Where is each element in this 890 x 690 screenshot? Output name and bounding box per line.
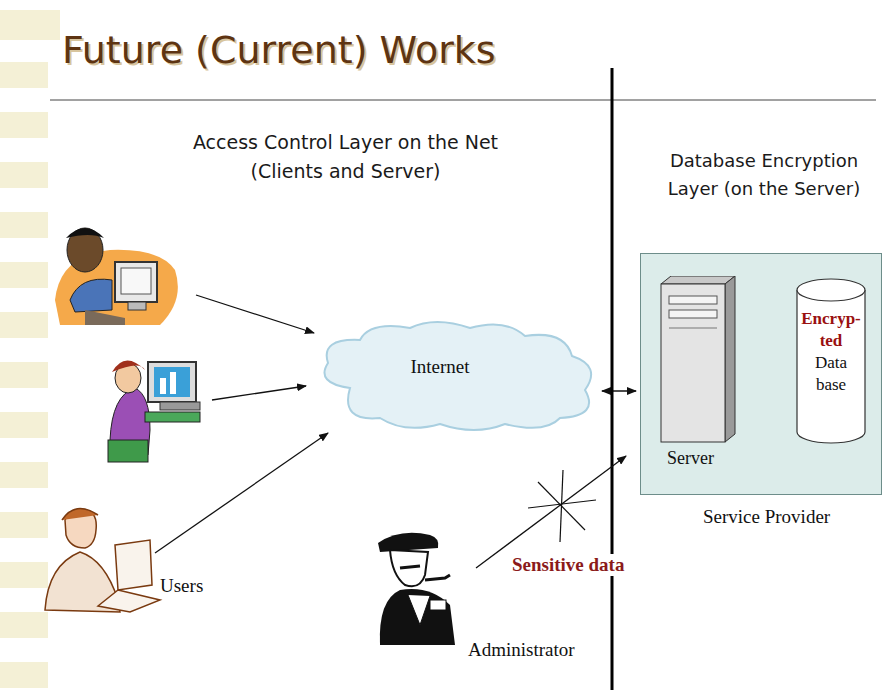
node-text: Encryp- ted <box>798 308 864 352</box>
divider <box>611 68 614 690</box>
cloud-node: Internet <box>310 318 600 433</box>
warning-label: Sensitive data <box>510 554 626 576</box>
administrator-figure <box>378 533 455 645</box>
connector <box>602 390 636 391</box>
text-holder: Encryp- tedData base <box>796 308 866 396</box>
arrow <box>196 295 314 333</box>
layer-label: Database Encryption Layer (on the Server… <box>648 147 880 203</box>
node-text: Internet <box>310 356 600 378</box>
box-heading: Service Provider <box>703 506 830 528</box>
group-label: Users <box>160 575 203 597</box>
user-icon <box>108 360 200 462</box>
server-tower <box>657 276 737 446</box>
title-rule <box>50 100 876 101</box>
figure-label: Administrator <box>468 639 575 661</box>
block-cross <box>528 470 596 542</box>
database-cylinder: Encryp- tedData base <box>796 278 866 444</box>
user-icon <box>55 228 178 325</box>
server-node: Server <box>657 276 737 472</box>
arrow <box>155 433 328 553</box>
user-icon <box>45 509 160 612</box>
slide-title: Future (Current) Works <box>62 28 496 72</box>
arrow <box>212 386 306 400</box>
layer-label: Access Control Layer on the Net (Clients… <box>178 128 513 186</box>
service-provider-box: Service ProviderServerEncryp- tedData ba… <box>640 253 882 495</box>
arrow <box>476 456 626 568</box>
node-text: Data base <box>806 352 856 396</box>
node-text: Server <box>667 448 714 469</box>
